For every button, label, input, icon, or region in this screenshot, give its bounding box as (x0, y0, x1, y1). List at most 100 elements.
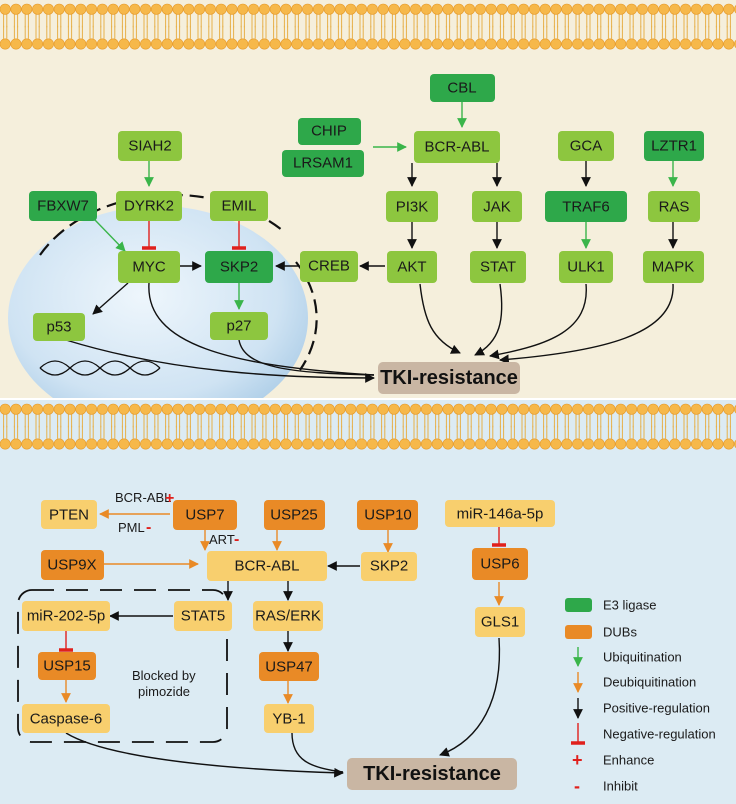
lipid-head (636, 38, 648, 50)
node-cbl: CBL (430, 74, 495, 102)
lipid-head (647, 403, 659, 415)
lipid-head (582, 3, 594, 15)
lipid-head (604, 3, 616, 15)
lipid-head (150, 3, 162, 15)
edge-myc-p53 (92, 282, 129, 315)
lipid-head (10, 438, 22, 450)
lipid-head (129, 3, 141, 15)
lipid-head (550, 438, 562, 450)
edge-yb1-tki (291, 732, 344, 773)
lipid-head (680, 3, 692, 15)
lipid-head (442, 403, 454, 415)
lipid-head (323, 38, 335, 50)
lipid-head (172, 438, 184, 450)
label-bcr-abl-enhance: BCR-ABL (115, 490, 171, 505)
lipid-head (680, 403, 692, 415)
lipid-head (64, 403, 76, 415)
lipid-head (312, 38, 324, 50)
lipid-head (21, 403, 33, 415)
node-mir202: miR-202-5p (22, 601, 110, 631)
lipid-head (723, 3, 735, 15)
lipid-head (356, 403, 368, 415)
lipid-head (312, 438, 324, 450)
svg-text:EMIL: EMIL (221, 198, 256, 215)
lipid-head (42, 38, 54, 50)
lipid-head (431, 438, 443, 450)
lipid-head (269, 38, 281, 50)
lipid-head (334, 403, 346, 415)
edge-akt-tki (419, 283, 461, 354)
svg-text:BCR-ABL: BCR-ABL (234, 558, 299, 575)
svg-text:Enhance: Enhance (603, 753, 654, 768)
lipid-head (140, 403, 152, 415)
lipid-head (280, 3, 292, 15)
lipid-head (518, 403, 530, 415)
lipid-head (215, 38, 227, 50)
lipid-head (118, 438, 130, 450)
svg-text:CBL: CBL (447, 80, 476, 97)
lipid-head (0, 3, 11, 15)
svg-text:SIAH2: SIAH2 (128, 138, 171, 155)
lipid-head (0, 403, 11, 415)
svg-text:RAS/ERK: RAS/ERK (255, 608, 321, 625)
bottom-nodes: PTEN USP7 USP25 USP10 miR-146a-5p USP9X … (22, 500, 555, 790)
lipid-head (183, 3, 195, 15)
node-chip: CHIP (298, 118, 361, 145)
lipid-head (669, 438, 681, 450)
lipid-head (582, 403, 594, 415)
tki-resistance-top: TKI-resistance (378, 362, 520, 394)
lipid-head (420, 38, 432, 50)
lipid-head (107, 38, 119, 50)
lipid-head (75, 403, 87, 415)
label-pimozide: pimozide (138, 684, 190, 699)
lipid-head (366, 438, 378, 450)
lipid-head (107, 3, 119, 15)
lipid-head (528, 403, 540, 415)
lipid-head (377, 403, 389, 415)
lipid-head (53, 403, 65, 415)
lipid-head (474, 38, 486, 50)
lipid-head (237, 38, 249, 50)
node-p27: p27 (210, 312, 268, 340)
lipid-head (345, 438, 357, 450)
lipid-head (496, 403, 508, 415)
lipid-head (53, 38, 65, 50)
lipid-head (442, 38, 454, 50)
lipid-head (204, 3, 216, 15)
svg-text:DUBs: DUBs (603, 625, 637, 640)
node-ras-top: RAS (648, 191, 700, 222)
lipid-head (669, 403, 681, 415)
lipid-head (129, 38, 141, 50)
svg-text:miR-202-5p: miR-202-5p (27, 608, 105, 625)
lipid-head (701, 403, 713, 415)
lipid-head (550, 3, 562, 15)
lipid-head (658, 38, 670, 50)
svg-text:SKP2: SKP2 (370, 558, 408, 575)
lipid-head (485, 3, 497, 15)
lipid-head (453, 438, 465, 450)
lipid-head (701, 38, 713, 50)
label-art: ART (209, 532, 235, 547)
node-akt: AKT (387, 251, 437, 283)
lipid-head (399, 403, 411, 415)
lipid-head (64, 438, 76, 450)
svg-text:Inhibit: Inhibit (603, 779, 638, 794)
svg-text:Negative-regulation: Negative-regulation (603, 727, 716, 742)
lipid-head (42, 403, 54, 415)
lipid-head (658, 438, 670, 450)
lipid-head (64, 38, 76, 50)
lipid-head (248, 403, 260, 415)
lipid-head (345, 403, 357, 415)
svg-text:Caspase-6: Caspase-6 (30, 711, 103, 728)
lipid-head (215, 3, 227, 15)
lipid-head (150, 438, 162, 450)
legend-swatch-dubs (565, 625, 592, 639)
lipid-head (669, 38, 681, 50)
lipid-head (626, 438, 638, 450)
svg-text:STAT5: STAT5 (181, 608, 225, 625)
lipid-head (366, 3, 378, 15)
svg-text:SKP2: SKP2 (220, 259, 258, 276)
lipid-head (269, 403, 281, 415)
lipid-head (593, 403, 605, 415)
